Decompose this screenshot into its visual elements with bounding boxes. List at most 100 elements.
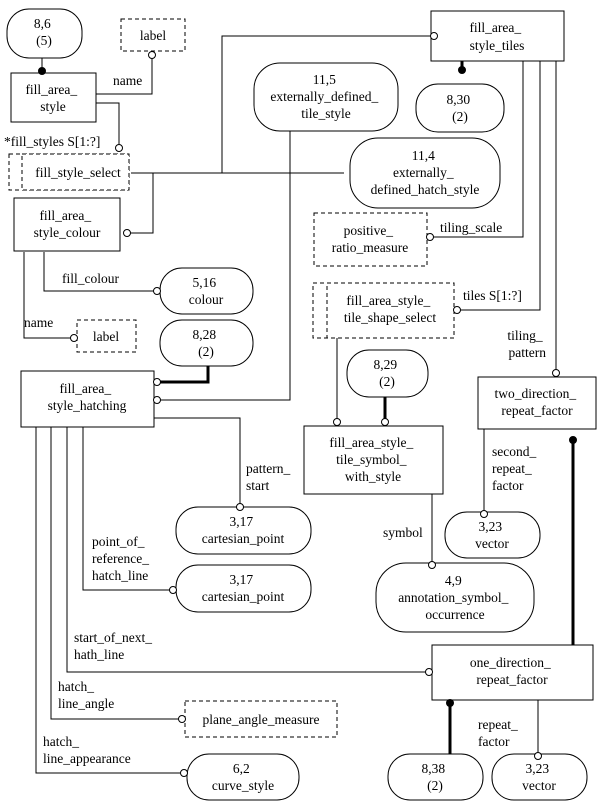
end-circle-two-direction bbox=[552, 369, 560, 377]
two-direction-repeat-factor-shape bbox=[477, 376, 597, 430]
end-circle-vector-1 bbox=[480, 510, 488, 518]
cartesian-point-1-text: 3,17 cartesian_point bbox=[202, 514, 285, 546]
ref-8-6-text: 8,6 (5) bbox=[34, 16, 54, 48]
label-top-text: label bbox=[140, 28, 166, 43]
fill-area-style-colour-text: fill_area_ style_colour bbox=[34, 208, 101, 240]
end-circle-one-direction-left bbox=[425, 668, 433, 676]
vector-1-text: 3,23 vector bbox=[475, 519, 509, 551]
fill-area-style-text: fill_area_ style bbox=[25, 82, 80, 114]
end-circle-ratio bbox=[426, 233, 434, 241]
edge-label-start-of-next: start_of_next_ hath_line bbox=[74, 630, 155, 662]
edge-label-point-of-reference: point_of_ reference_ hatch_line bbox=[92, 534, 152, 583]
vector-2-text: 3,23 vector bbox=[522, 761, 556, 793]
edge-label-hatch-line-appearance: hatch_ line_appearance bbox=[43, 734, 131, 766]
ref-8-28-shape bbox=[159, 319, 254, 367]
line-fill-colour bbox=[43, 252, 156, 292]
ext-tile-style-text: 11,5 externally_defined_ tile_style bbox=[270, 72, 381, 121]
end-dot-ref-8-6 bbox=[38, 67, 46, 75]
line-select-to-colour bbox=[126, 172, 154, 234]
positive-ratio-measure-shape bbox=[313, 212, 428, 267]
end-circle-vector-2 bbox=[534, 752, 542, 760]
end-circle-plane-angle bbox=[178, 715, 186, 723]
line-select-to-hatching bbox=[154, 173, 291, 401]
tile-symbol-with-style-text: fill_area_style_ tile_symbol_ with_style bbox=[329, 435, 416, 484]
line-hatching-to-ref-8-28 bbox=[154, 366, 210, 384]
tile-symbol-with-style-shape bbox=[303, 425, 444, 495]
end-circle-tiles bbox=[430, 32, 438, 40]
plane-angle-measure-shape bbox=[184, 700, 338, 738]
annotation-symbol-occurrence-shape bbox=[375, 562, 535, 633]
curve-style-text: 6,2 curve_style bbox=[212, 761, 274, 793]
ref-8-30-text: 8,30 (2) bbox=[447, 92, 474, 124]
ref-8-38-shape bbox=[387, 753, 484, 801]
relation-ends bbox=[38, 32, 577, 777]
line-point-of-reference bbox=[82, 427, 170, 591]
label-top-shape bbox=[120, 18, 186, 52]
end-circle-select bbox=[115, 144, 123, 152]
edge-label-name-1: name bbox=[113, 73, 142, 88]
ref-8-6-shape bbox=[6, 8, 83, 59]
line-style-to-select bbox=[96, 102, 120, 144]
label-mid-text: label bbox=[93, 329, 119, 344]
line-tiles-tiling-scale bbox=[433, 60, 524, 238]
end-circle-symbol-style-a bbox=[333, 418, 341, 426]
end-circle-cartesian-2 bbox=[169, 586, 177, 594]
edge-label-fill-colour: fill_colour bbox=[62, 271, 119, 286]
ext-hatch-style-text: 11,4 externally_ defined_hatch_style bbox=[371, 148, 480, 197]
curve-style-shape bbox=[186, 753, 300, 801]
edge-label-second-repeat-factor: second_ repeat_ factor bbox=[492, 444, 540, 493]
fill-area-style-tiles-shape bbox=[430, 10, 565, 62]
ref-8-30-shape bbox=[415, 83, 505, 133]
edge-label-repeat-factor: repeat_ factor bbox=[478, 717, 521, 749]
vector-1-shape bbox=[444, 511, 541, 559]
edge-label-hatch-line-angle: hatch_ line_angle bbox=[58, 679, 114, 711]
one-direction-repeat-factor-shape bbox=[431, 644, 594, 701]
end-dot-ref-8-30 bbox=[458, 66, 466, 74]
edge-label-pattern-start: pattern_ start bbox=[246, 461, 294, 493]
cartesian-point-2-text: 3,17 cartesian_point bbox=[202, 572, 285, 604]
edge-label-tiles: tiles S[1:?] bbox=[463, 288, 522, 303]
fill-area-style-colour-shape bbox=[13, 197, 121, 252]
end-circle-symbol-style-b bbox=[381, 418, 389, 426]
line-colour-name-label bbox=[23, 252, 71, 339]
end-circle-shape-select bbox=[453, 306, 461, 314]
line-start-of-next bbox=[66, 427, 426, 673]
fill-area-style-shape bbox=[10, 72, 97, 123]
ext-tile-style-shape bbox=[253, 62, 399, 132]
line-select-to-ext-tile bbox=[131, 130, 291, 174]
end-circle-curve-style bbox=[180, 769, 188, 777]
end-circle-label-top bbox=[148, 51, 156, 59]
end-circle-label-mid bbox=[70, 334, 78, 342]
ref-8-29-text: 8,29 (2) bbox=[374, 357, 401, 389]
line-style-name-label bbox=[89, 57, 153, 95]
edge-label-fill-styles: *fill_styles S[1:?] bbox=[4, 134, 100, 149]
end-circle-pattern-start bbox=[236, 503, 244, 511]
fill-style-select-inner bbox=[21, 153, 130, 191]
colour-text: 5,16 colour bbox=[189, 275, 224, 307]
ref-8-28-text: 8,28 (2) bbox=[193, 327, 220, 359]
label-mid-shape bbox=[76, 319, 137, 353]
end-circle-annotation bbox=[428, 561, 436, 569]
end-circle-colour-entity bbox=[123, 229, 131, 237]
one-direction-repeat-factor-text: one_direction_ repeat_factor bbox=[470, 655, 554, 687]
edge-labels: name *fill_styles S[1:?] tiling_scale fi… bbox=[4, 73, 546, 766]
ext-hatch-style-shape bbox=[349, 137, 501, 209]
plane-angle-measure-text: plane_angle_measure bbox=[203, 712, 320, 727]
fill-area-style-tiles-text: fill_area_ style_tiles bbox=[469, 20, 524, 53]
end-circle-hatching-b bbox=[153, 396, 161, 404]
fill-style-select-text: fill_style_select bbox=[35, 165, 121, 180]
edge-label-tiling-scale: tiling_scale bbox=[440, 220, 502, 235]
line-hatch-line-appearance bbox=[35, 427, 181, 774]
end-circle-hatching-a bbox=[153, 378, 161, 386]
end-dot-one-direction-top bbox=[569, 436, 577, 444]
line-pattern-start bbox=[154, 417, 241, 507]
nodes bbox=[6, 8, 597, 801]
tile-shape-select-text: fill_area_style_ tile_shape_select bbox=[344, 293, 436, 325]
edge-label-tiling-pattern: tiling_ pattern bbox=[507, 328, 546, 360]
tile-shape-select-inner bbox=[326, 282, 455, 339]
ref-8-29-shape bbox=[346, 349, 429, 398]
annotation-symbol-occurrence-text: 4,9 annotation_symbol_ occurrence bbox=[398, 573, 512, 622]
edge-label-symbol: symbol bbox=[383, 525, 423, 540]
ref-8-38-text: 8,38 (2) bbox=[422, 761, 449, 793]
line-hatch-line-angle bbox=[50, 427, 179, 720]
